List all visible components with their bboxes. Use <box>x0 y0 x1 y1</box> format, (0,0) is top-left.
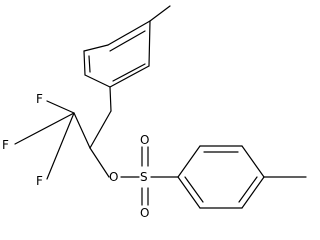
atom-o-bottom: O <box>140 206 149 220</box>
bond <box>89 147 110 178</box>
bond <box>83 50 86 76</box>
bond <box>83 44 109 52</box>
bond <box>46 112 75 180</box>
methyl-bond <box>149 5 171 22</box>
chemical-structure: F F F O S O O <box>2 5 307 220</box>
bond <box>241 145 265 178</box>
bond <box>177 145 201 178</box>
atom-f3: F <box>36 174 43 188</box>
double-bond-inner <box>238 176 258 203</box>
bond <box>73 112 91 149</box>
atom-o-top: O <box>140 133 149 147</box>
bond <box>46 100 75 114</box>
double-bond-inner <box>112 63 146 82</box>
double-bond-inner <box>184 176 204 203</box>
upper-ring <box>83 5 171 88</box>
core-bonds <box>14 86 140 180</box>
atom-sulfur: S <box>140 170 148 184</box>
lower-ring <box>177 145 307 209</box>
bond <box>84 74 111 88</box>
bond <box>148 20 151 67</box>
atom-f1: F <box>36 92 43 106</box>
bond <box>89 110 112 149</box>
bond <box>177 176 201 209</box>
double-bond-inner <box>88 55 91 73</box>
atom-labels: F F F O S O O <box>2 92 149 220</box>
atom-o-ester: O <box>109 170 118 184</box>
bond <box>14 112 75 145</box>
double-bond-inner <box>109 30 146 52</box>
bond <box>109 86 112 112</box>
sulfonyl-group <box>141 146 179 206</box>
bond <box>241 176 265 209</box>
bond <box>107 20 151 46</box>
bond <box>109 65 150 88</box>
atom-f2: F <box>2 138 9 152</box>
